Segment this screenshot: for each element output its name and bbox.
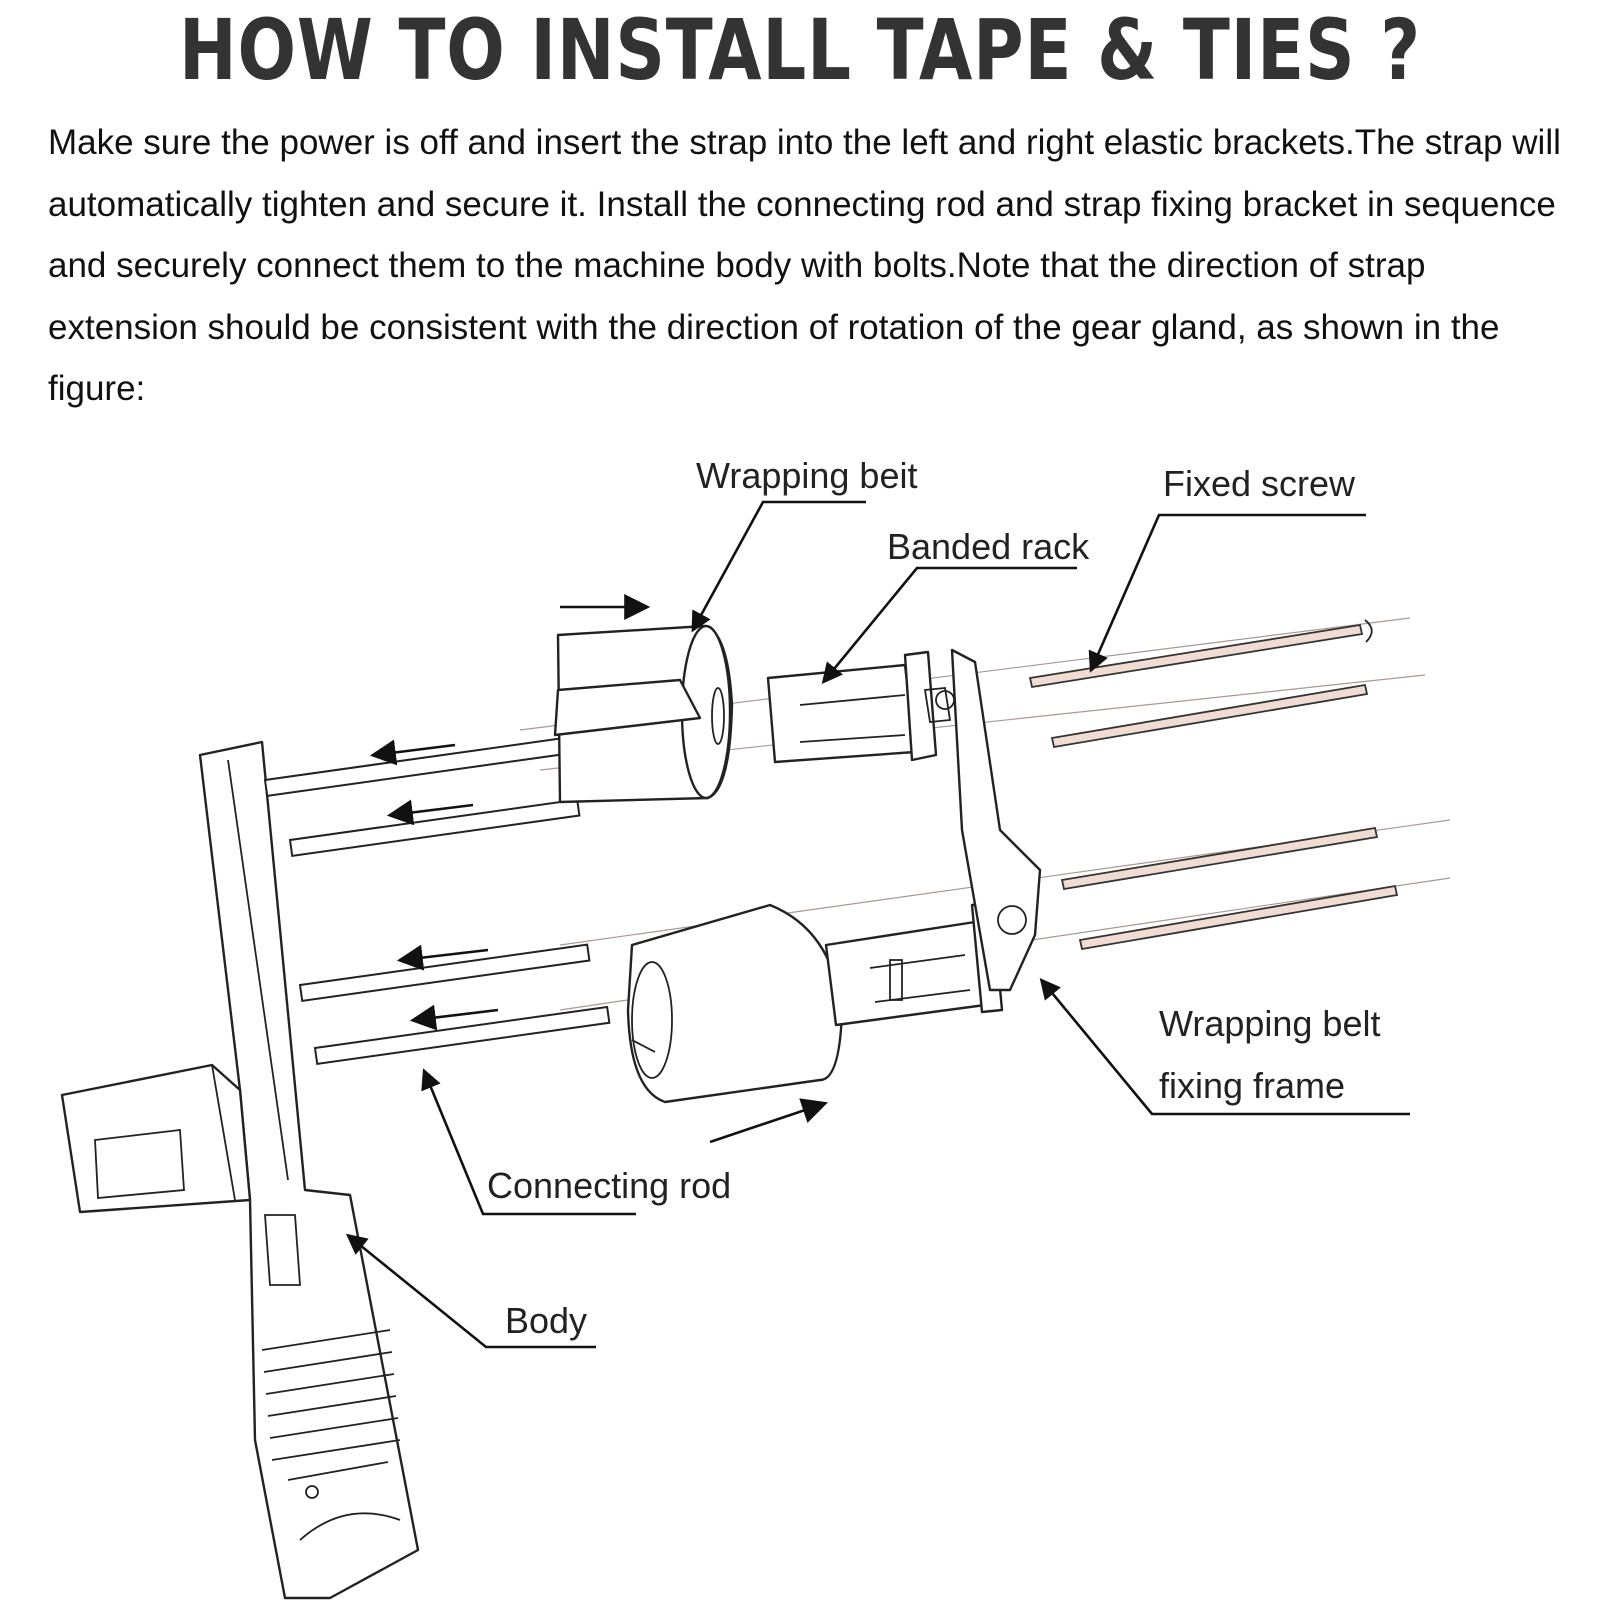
lower-tape-roll <box>626 903 844 1104</box>
direction-arrows <box>369 594 828 1144</box>
machine-body <box>60 740 420 1600</box>
label-fixed-screw: Fixed screw <box>1163 463 1356 504</box>
page-title: HOW TO INSTALL TAPE & TIES ? <box>179 1 1421 99</box>
arrow-right-icon <box>709 1098 828 1144</box>
label-body: Body <box>505 1300 587 1341</box>
instruction-text: Make sure the power is off and insert th… <box>48 123 1561 408</box>
arrow-left-icon <box>369 739 456 766</box>
belt-fixing-frame <box>935 648 1042 992</box>
label-wrapping-belt-line1: Wrapping belt <box>1159 1003 1380 1044</box>
label-connecting-rod: Connecting rod <box>487 1165 731 1206</box>
arrow-left-icon <box>396 944 489 971</box>
leader-lines <box>345 500 1410 1349</box>
label-banded-rack: Banded rack <box>887 526 1090 567</box>
label-wrapping-beit: Wrapping beit <box>696 455 917 496</box>
connecting-rods <box>263 737 611 1065</box>
arrow-left-icon <box>409 1004 499 1031</box>
arrow-left-icon <box>386 799 474 826</box>
handle-grip <box>261 1329 401 1481</box>
label-wrapping-belt-line2: fixing frame <box>1159 1065 1345 1106</box>
upper-banded-rack <box>766 650 952 764</box>
upper-tape-roll <box>553 624 734 804</box>
fixed-screws <box>1028 619 1399 951</box>
lower-banded-rack <box>824 901 1004 1027</box>
